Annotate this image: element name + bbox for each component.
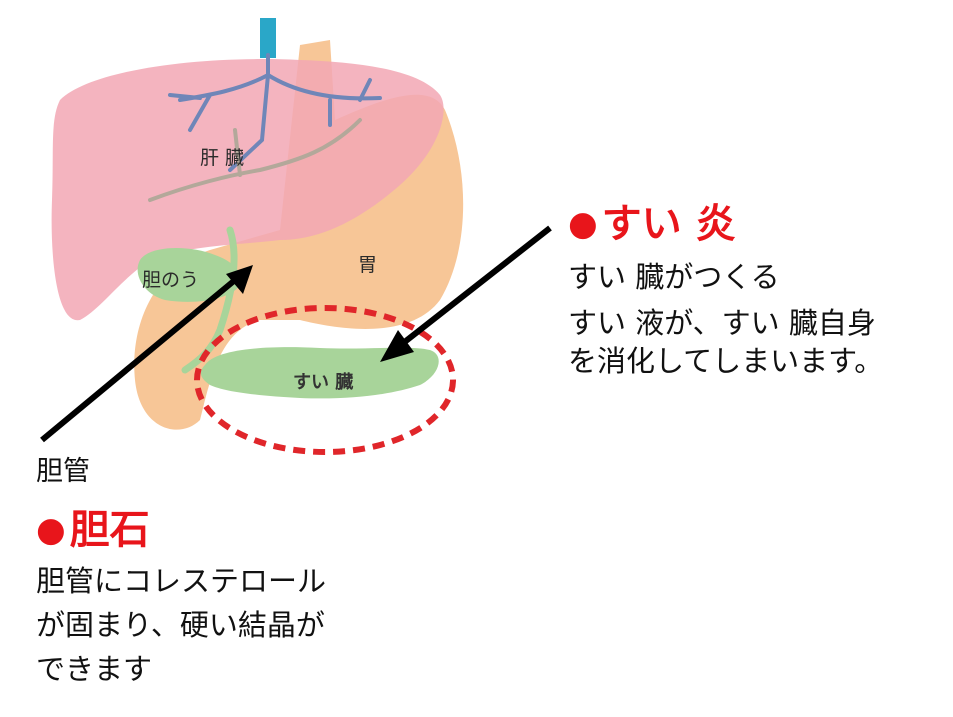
stomach-label: 胃 <box>358 254 378 276</box>
hepatic-vessel-top <box>260 18 276 58</box>
gallstone-line-3: できます <box>36 652 153 686</box>
bullet-icon: ● <box>568 204 598 244</box>
gallstone-line-2: が固まり、硬い結晶が <box>36 608 325 642</box>
pancreatitis-title: すい 炎 <box>601 201 736 247</box>
pancreatitis-arrow-line <box>400 225 552 347</box>
gallstone-block: ●胆石 胆管にコレステロール が固まり、硬い結晶が できます <box>36 506 326 688</box>
gallstone-line-1: 胆管にコレステロール <box>36 564 327 598</box>
pancreas-shape <box>200 347 439 399</box>
pancreas-label: すい 臓 <box>293 372 354 393</box>
bullet-icon: ● <box>36 510 66 550</box>
bile-duct-label: 胆管 <box>36 456 90 487</box>
bile-duct-arrow-line <box>40 277 237 443</box>
pancreatitis-line-1: すい 臓がつくる <box>568 260 780 294</box>
pancreatitis-heading: ●すい 炎 <box>568 200 883 248</box>
gallstone-title: 胆石 <box>69 507 150 553</box>
bile-duct-arrow-head <box>226 265 253 294</box>
liver-label: 肝 臓 <box>200 147 245 169</box>
portal-vessel <box>148 118 362 202</box>
pancreas-highlight-ring <box>194 305 456 455</box>
gallstone-heading: ●胆石 <box>36 506 326 554</box>
pancreatitis-line-3: を消化してしまいます。 <box>568 344 884 378</box>
gallbladder-label: 胆のう <box>142 269 200 291</box>
hepatic-vessel-tree <box>168 53 382 172</box>
gallbladder-shape <box>137 248 242 302</box>
pancreatitis-block: ●すい 炎 すい 臓がつくる すい 液が、すい 臓自身 を消化してしまいます。 <box>568 200 883 380</box>
pancreatitis-arrow-head <box>380 330 414 362</box>
pancreatitis-line-2: すい 液が、すい 臓自身 <box>568 306 876 340</box>
